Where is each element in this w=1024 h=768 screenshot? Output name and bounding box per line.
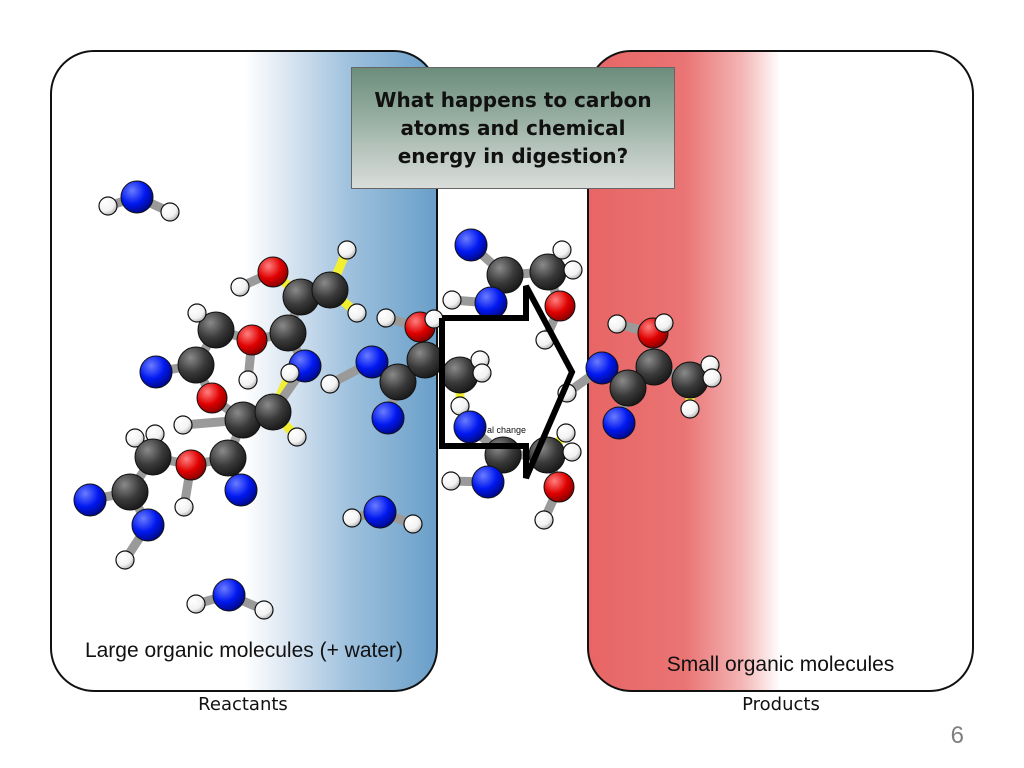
bond [483, 450, 508, 487]
bond [543, 267, 565, 311]
hydrogen-atom [470, 350, 490, 370]
bond [543, 265, 578, 277]
hydrogen-atom [450, 396, 470, 416]
oxygen-atom [544, 290, 576, 322]
bond [446, 476, 493, 487]
hydrogen-atom [563, 260, 583, 280]
reaction-arrow-label: al change [487, 425, 526, 435]
hydrogen-atom [535, 330, 555, 350]
bond [500, 267, 553, 280]
reactants-caption: Reactants [198, 694, 288, 715]
carbon-atom [529, 253, 567, 291]
page-number: 6 [950, 722, 964, 749]
nitrogen-atom [454, 228, 488, 262]
hydrogen-atom [472, 363, 492, 383]
bond [455, 355, 485, 380]
bond [542, 450, 564, 492]
carbon-atom [528, 436, 566, 474]
reaction-arrow-shaft [439, 284, 576, 480]
hydrogen-atom [442, 290, 462, 310]
hydrogen-atom [562, 442, 582, 462]
reaction-arrow [439, 284, 576, 480]
hydrogen-atom [552, 240, 572, 260]
products-caption: Products [742, 694, 820, 715]
hydrogen-atom [534, 510, 554, 530]
bond [542, 428, 571, 460]
bond [543, 245, 567, 277]
nitrogen-atom [474, 286, 508, 320]
bond [466, 240, 510, 280]
hydrogen-atom [441, 471, 461, 491]
question-text: What happens to carbon atoms and chemica… [374, 88, 652, 168]
bond [465, 422, 508, 460]
bond [540, 301, 565, 345]
carbon-atom [486, 256, 524, 294]
nitrogen-atom [453, 410, 487, 444]
bond [539, 482, 564, 525]
bond [486, 270, 510, 308]
carbon-atom [441, 356, 479, 394]
question-box: What happens to carbon atoms and chemica… [351, 67, 675, 189]
products-panel-label: Small organic molecules [666, 653, 895, 676]
carbon-atom [484, 436, 522, 474]
bond [447, 295, 496, 308]
hydrogen-atom [557, 383, 577, 403]
hydrogen-atom [556, 423, 576, 443]
bond [542, 447, 577, 460]
bond [455, 368, 487, 380]
reactants-panel-label: Large organic molecules (+ water) [84, 639, 404, 662]
nitrogen-atom [471, 465, 505, 499]
oxygen-atom [543, 471, 575, 503]
